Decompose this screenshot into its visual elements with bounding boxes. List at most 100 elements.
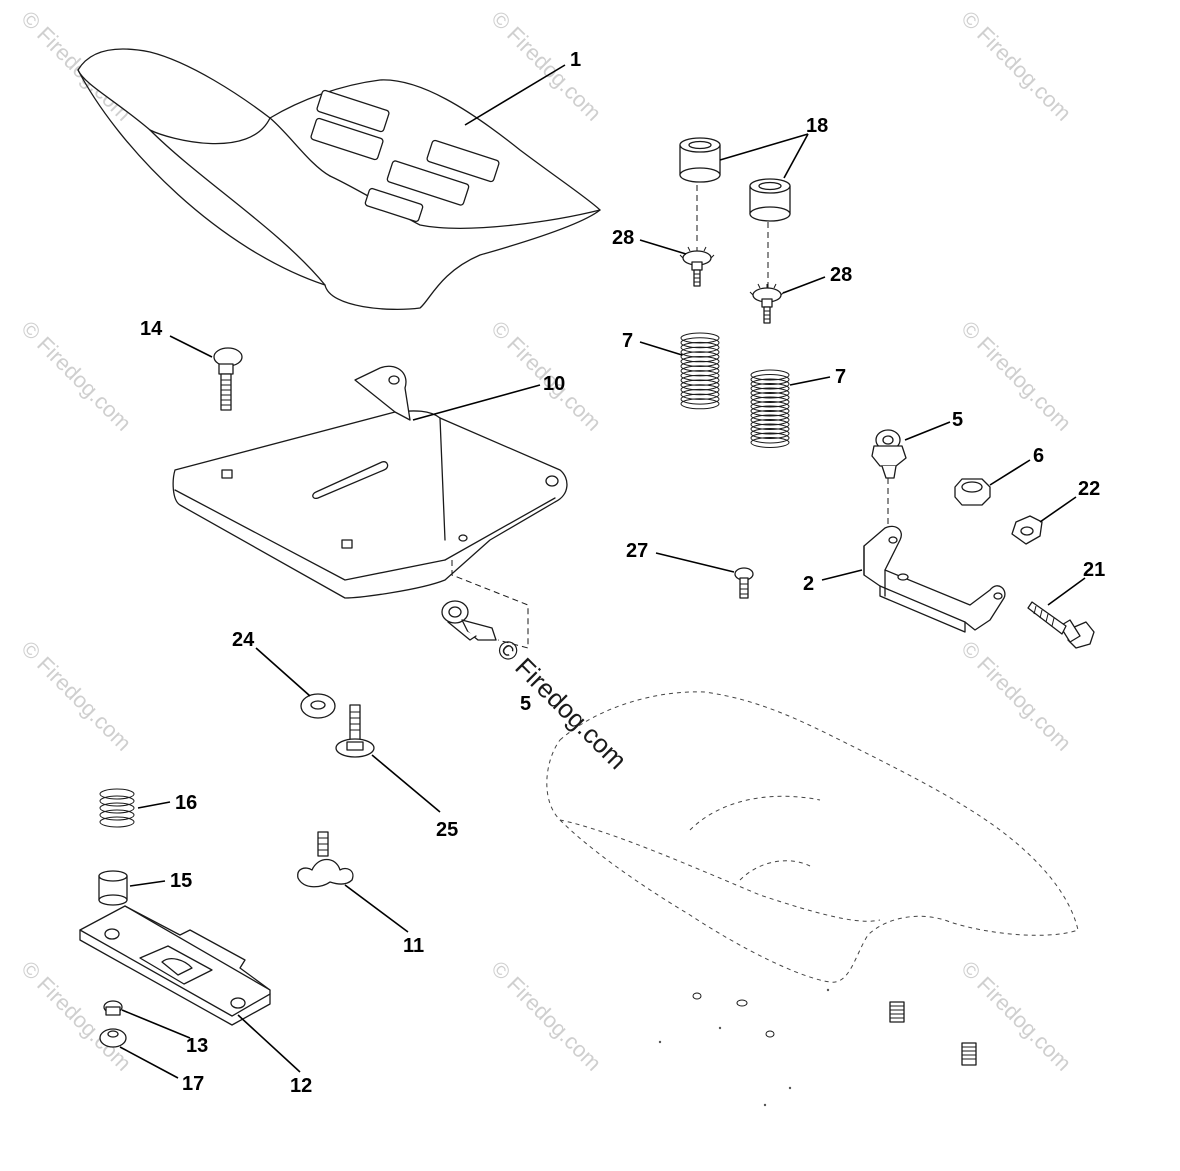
leader-line [639, 341, 683, 356]
spring-coil [750, 419, 790, 430]
callout-label: 6 [1033, 445, 1044, 467]
leader-line [137, 801, 171, 809]
leader-line [1039, 496, 1077, 523]
callout-label: 10 [543, 373, 565, 395]
callout-label: 5 [952, 409, 963, 431]
watermark: © Firedog.com [956, 636, 1076, 756]
leader-line [344, 884, 409, 933]
spring-coil [750, 423, 790, 435]
spring-coil [680, 365, 720, 377]
leader-line [129, 880, 166, 887]
callout-label: 28 [830, 264, 852, 286]
star-bolt-part: 28 28 [612, 227, 852, 324]
small-spring-part: 16 [99, 788, 197, 828]
leader-line [237, 1014, 301, 1073]
spring-coil [750, 437, 790, 448]
leader-line [904, 421, 951, 441]
leader-line [989, 459, 1031, 486]
leader-line [719, 133, 809, 161]
callout-label: 17 [182, 1073, 204, 1095]
hex-bolt-part: 21 [1027, 559, 1105, 649]
leader-line [782, 276, 826, 294]
leader-line [464, 64, 566, 126]
leader-line [255, 647, 311, 697]
spring-coil [750, 410, 790, 421]
rubber-bumper-part: 18 [679, 115, 828, 222]
flange-nut-part: 17 [99, 1028, 204, 1095]
leader-line [1047, 577, 1086, 606]
spring-coil [750, 369, 790, 381]
ghost-seat-outline [546, 691, 1079, 983]
callout-label: 5 [520, 693, 531, 715]
spring-coil [680, 374, 720, 386]
callout-label: 2 [803, 573, 814, 595]
shoulder-bolt-part: 25 [335, 704, 458, 841]
spring-coil [680, 346, 720, 358]
small-screw-part: 27 [626, 540, 754, 599]
spring-coil [750, 428, 790, 439]
spring-coil [750, 383, 790, 394]
spring-coil [680, 379, 720, 391]
spring-coil [750, 405, 790, 417]
callout-label: 15 [170, 870, 192, 892]
knob-part: 11 [297, 831, 424, 957]
callout-label: 21 [1083, 559, 1105, 581]
leader-line [789, 376, 831, 386]
watermark: © Firedog.com [956, 316, 1076, 436]
spring-coil [750, 432, 790, 444]
watermark: © Firedog.com [16, 636, 136, 756]
callout-label: 14 [140, 318, 163, 340]
leader-line [821, 569, 863, 581]
seat-part: 1 [77, 48, 601, 310]
watermark-layer: © Firedog.com © Firedog.com © Firedog.co… [16, 6, 1076, 1076]
callout-label: 28 [612, 227, 634, 249]
spring-coil [680, 370, 720, 382]
callout-label: 22 [1078, 478, 1100, 500]
watermark-center: © Firedog.com [491, 633, 633, 775]
lock-nut-part: 6 [954, 445, 1044, 506]
ghost-hardware [658, 988, 977, 1107]
screw-part: 13 [103, 1000, 208, 1057]
spring-coil [750, 396, 790, 408]
watermark: © Firedog.com [16, 316, 136, 436]
leader-line [371, 754, 441, 813]
callout-label: 12 [290, 1075, 312, 1097]
callout-label: 7 [835, 366, 846, 388]
callout-label: 16 [175, 792, 197, 814]
seat-pan-part: 10 [172, 365, 568, 599]
washer-part: 24 [232, 629, 336, 719]
spring-coil [680, 337, 720, 349]
spacer-part: 15 [98, 870, 192, 906]
watermark: © Firedog.com [956, 6, 1076, 126]
callout-label: 24 [232, 629, 255, 651]
spring-coil [680, 341, 720, 353]
callout-label: 1 [570, 49, 581, 71]
carriage-bolt-part: 14 [140, 318, 243, 411]
leader-line [121, 1009, 191, 1039]
assembly-line [451, 560, 529, 649]
callout-label: 27 [626, 540, 648, 562]
leader-line [412, 384, 541, 421]
watermark: © Firedog.com [16, 956, 136, 1076]
spring-coil [680, 384, 720, 396]
callout-label: 25 [436, 819, 458, 841]
leader-line [655, 552, 735, 573]
leader-line [639, 239, 687, 255]
watermark: © Firedog.com [486, 6, 606, 126]
spring-coil [680, 393, 720, 405]
callout-label: 18 [806, 115, 828, 137]
callout-label: 7 [622, 330, 633, 352]
spring-labels: 7 7 [622, 330, 846, 388]
seat-clip-part: 5 [441, 600, 531, 715]
hex-nut-part: 22 [1011, 478, 1100, 545]
spring-coil [680, 356, 720, 367]
spring-coil [750, 374, 790, 385]
spring-coil [680, 360, 720, 372]
leader-line [783, 133, 809, 179]
spring-coil [680, 398, 720, 410]
spring-coil [750, 392, 790, 403]
spring-coil [680, 388, 720, 400]
spring-coil [750, 401, 790, 412]
spring-coil [680, 351, 720, 363]
